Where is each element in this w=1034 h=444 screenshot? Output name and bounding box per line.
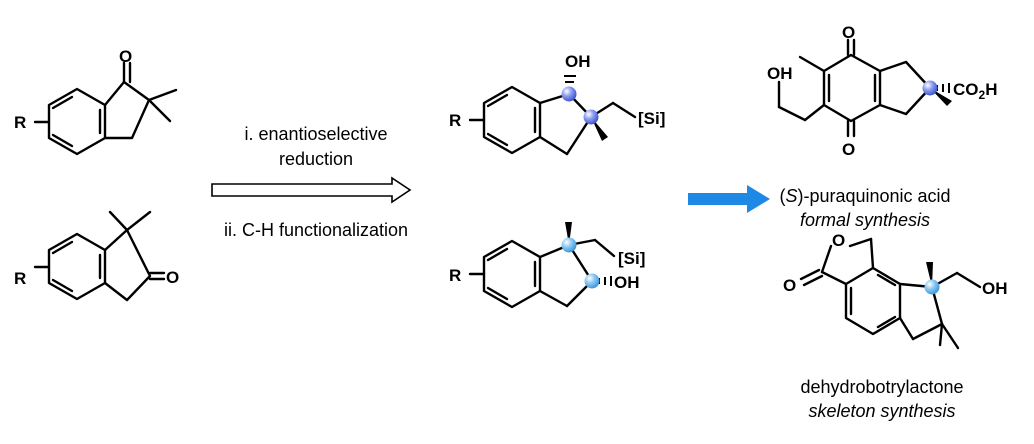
atom-hydroxyl: OH [565, 52, 591, 71]
atom-oxygen: O [842, 23, 855, 42]
atom-hydroxyl: OH [767, 64, 793, 83]
reaction-conditions: i. enantioselective reduction ii. C-H fu… [211, 124, 412, 240]
substrate-indanone: O R [14, 47, 178, 156]
solid-blue-right-arrow-icon [688, 185, 770, 213]
puraquinonic-acid-note: formal synthesis [800, 210, 930, 230]
dehydrobotrylactone-note: skeleton synthesis [808, 401, 955, 421]
atom-oxygen: O [842, 140, 855, 159]
atom-carboxyl: CO2H [953, 80, 997, 102]
product-2-indanol-silyl: [Si] OH R [449, 222, 645, 309]
r-group-label: R [449, 266, 461, 285]
stereocenter-ball [561, 237, 577, 253]
hollow-right-arrow-icon [211, 176, 412, 204]
atom-oxygen: O [832, 231, 845, 250]
atom-oxygen: O [783, 276, 796, 295]
atom-oxygen: O [166, 268, 179, 287]
atom-oxygen: O [119, 47, 132, 66]
condition-step1-line2: reduction [279, 149, 353, 169]
condition-step2: ii. C-H functionalization [224, 220, 408, 240]
product-indanol-silyl: OH [Si] R [449, 52, 665, 156]
atom-hydroxyl: OH [614, 273, 640, 292]
dehydrobotrylactone-structure: O O OH [783, 231, 1008, 350]
substrate-indan-2-one: O R [14, 210, 179, 302]
puraquinonic-acid-structure: O O OH CO2H [767, 23, 997, 159]
r-group-label: R [449, 111, 461, 130]
atom-hydroxyl: OH [982, 279, 1008, 298]
dehydrobotrylactone-name: dehydrobotrylactone [800, 377, 963, 397]
stereocenter-ball [924, 279, 940, 295]
stereocenter-ball [922, 80, 938, 96]
stereocenter-ball [583, 109, 599, 125]
stereocenter-ball [584, 273, 600, 289]
puraquinonic-acid-name: (S)-puraquinonic acid [779, 186, 950, 206]
r-group-label: R [14, 269, 26, 288]
stereocenter-ball [561, 86, 577, 102]
atom-silyl: [Si] [618, 249, 645, 268]
atom-silyl: [Si] [638, 109, 665, 128]
condition-step1-line1: i. enantioselective [244, 124, 387, 144]
r-group-label: R [14, 113, 26, 132]
